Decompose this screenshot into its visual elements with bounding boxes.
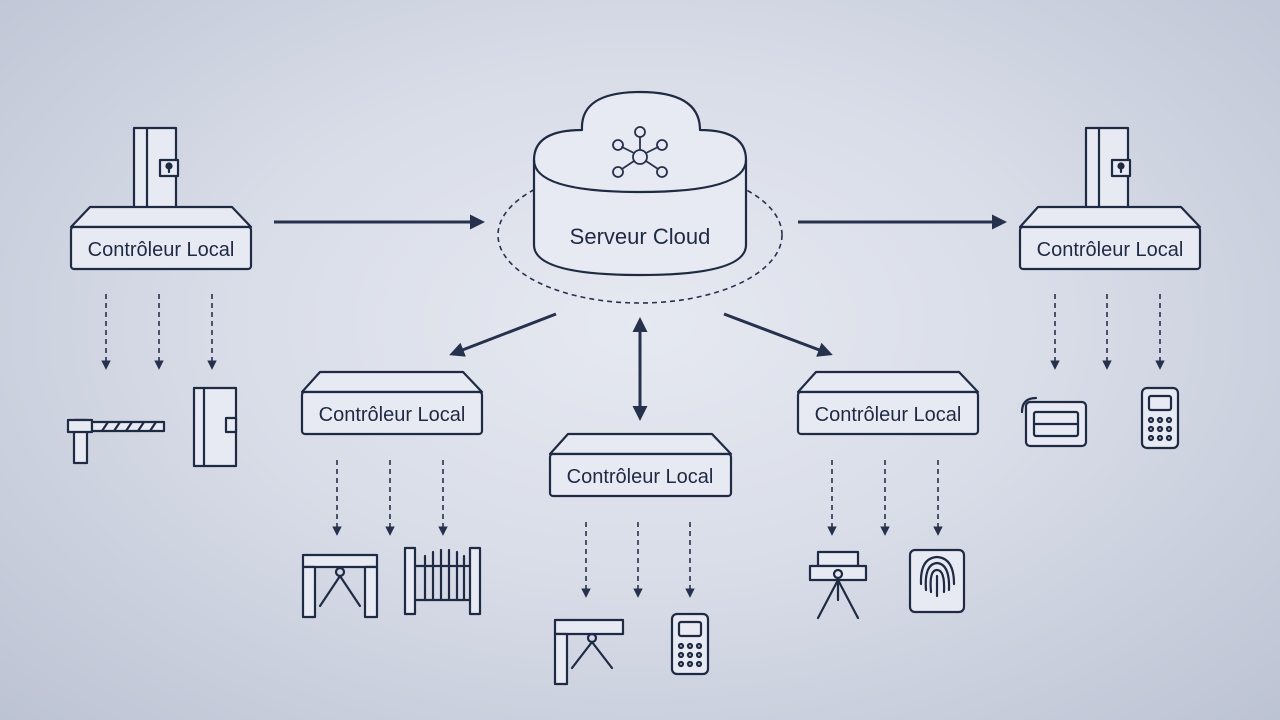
keypad-icon	[670, 612, 710, 676]
door-lock-icon	[192, 386, 238, 468]
cloud-dashed-ring	[497, 166, 783, 304]
controller-label: Contrôleur Local	[88, 239, 235, 261]
controller-label: Contrôleur Local	[1037, 239, 1184, 261]
controller-center: Contrôleur Local	[548, 432, 733, 686]
gate-fence-icon	[403, 546, 482, 616]
arrow-cloud-to-mid-right	[723, 312, 833, 357]
cloud-label: Serveur Cloud	[570, 224, 711, 249]
controller-label: Contrôleur Local	[319, 404, 466, 426]
controller-mid-left: Contrôleur Local	[300, 370, 484, 619]
connection-arrows	[274, 214, 1007, 421]
controller-mid-right: Contrôleur Local	[796, 370, 980, 620]
cloud-server: Serveur Cloud	[497, 90, 783, 304]
controller-top-left: Contrôleur Local	[66, 126, 253, 468]
cloud-shape	[532, 90, 748, 277]
controller-label: Contrôleur Local	[815, 404, 962, 426]
tripod-turnstile-icon	[808, 550, 868, 620]
door-lock-icon	[132, 126, 180, 210]
tripod-turnstile-icon	[301, 553, 379, 619]
arrow-cloud-to-mid-left	[449, 312, 557, 357]
card-reader-icon	[1020, 396, 1088, 448]
keypad-icon	[1140, 386, 1180, 450]
controller-label: Contrôleur Local	[567, 466, 714, 488]
tripod-turnstile-icon	[553, 618, 625, 686]
fingerprint-scanner-icon	[908, 548, 966, 614]
barrier-gate-icon	[66, 418, 166, 465]
controller-top-right: Contrôleur Local	[1018, 126, 1202, 450]
door-lock-icon	[1084, 126, 1132, 210]
network-hub-icon	[612, 126, 668, 178]
